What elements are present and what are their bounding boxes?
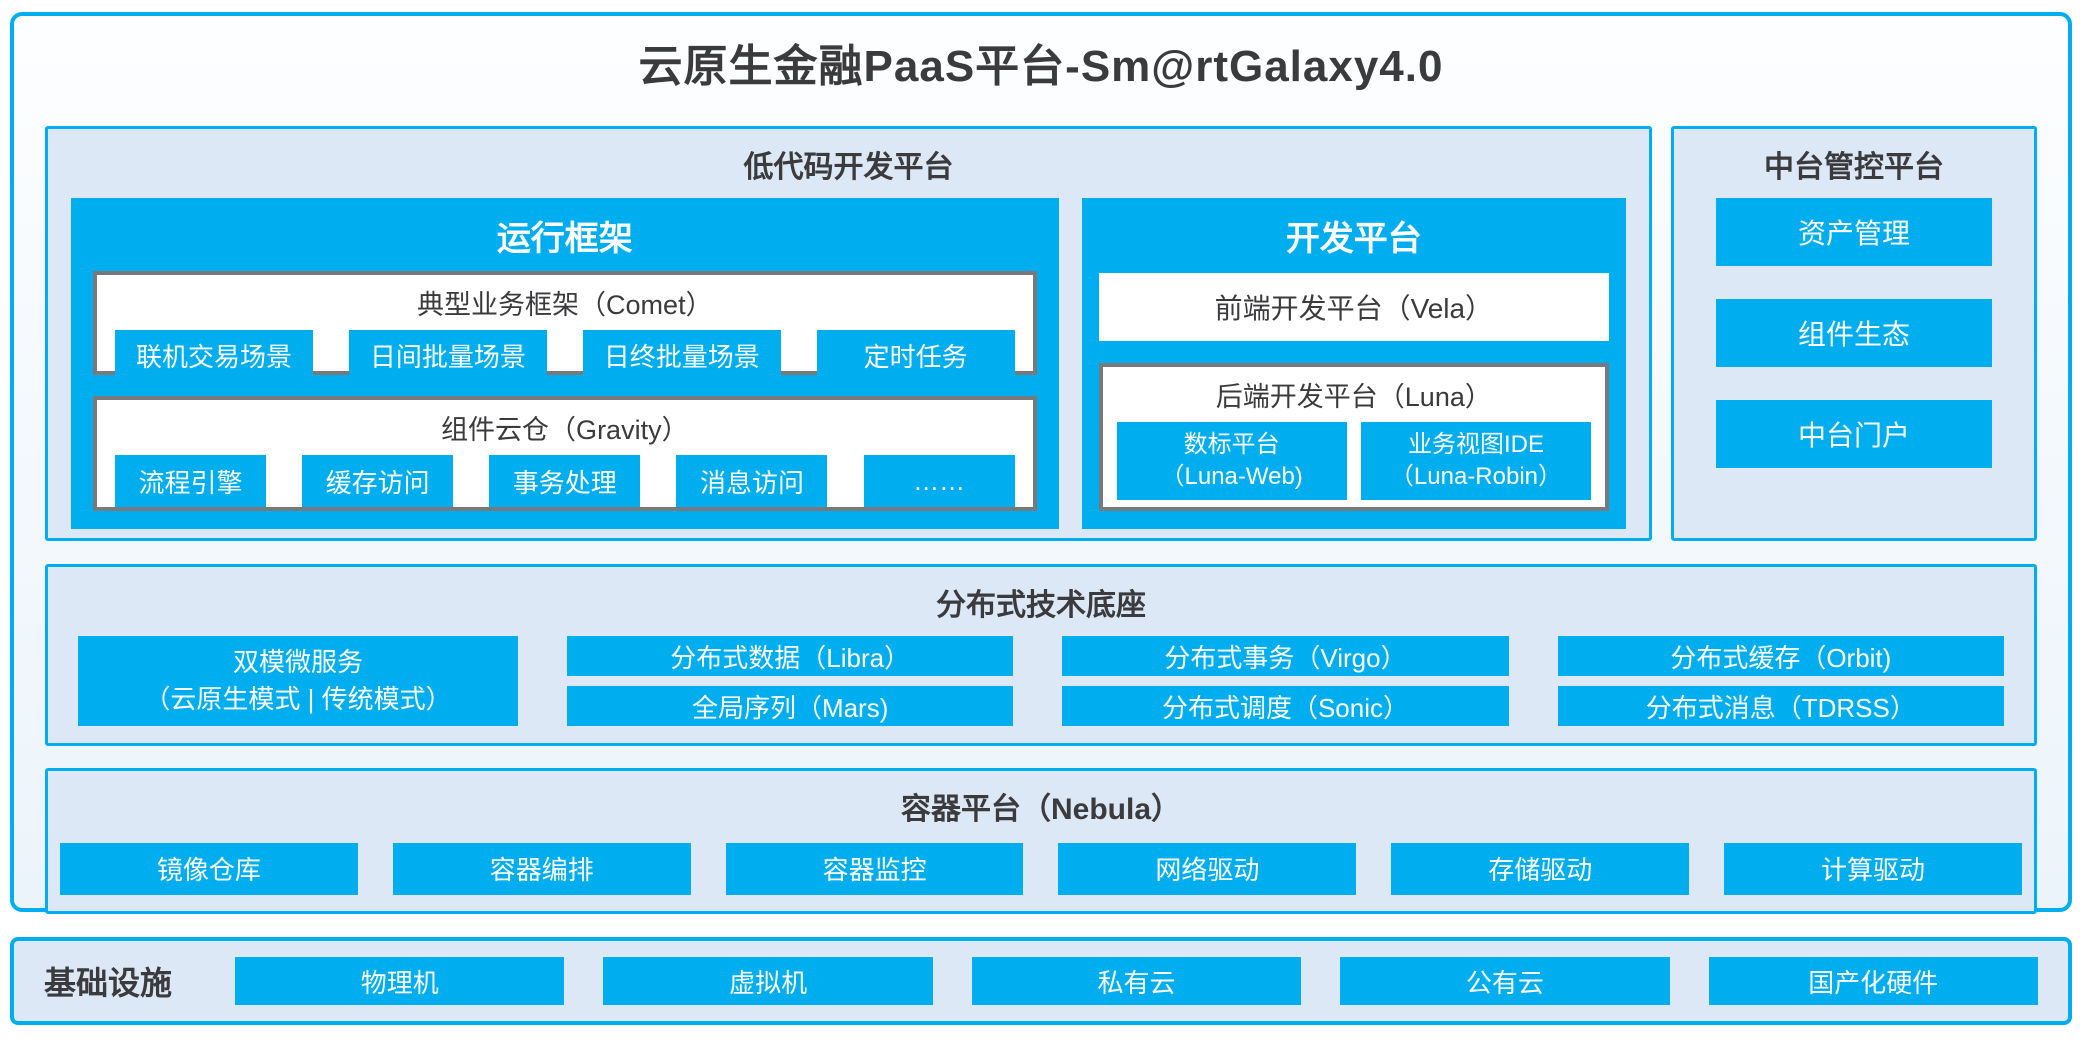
luna-items-row: 数标平台 （Luna-Web) 业务视图IDE （Luna-Robin） (1103, 422, 1605, 500)
distributed-base-body: 双模微服务 （云原生模式 | 传统模式） 分布式数据（Libra） 全局序列（M… (48, 636, 2034, 743)
distributed-base-title: 分布式技术底座 (936, 589, 1146, 622)
mid-platform-portal-block: 中台门户 (1716, 400, 1992, 468)
asset-management-block: 资产管理 (1716, 198, 1992, 266)
container-monitoring-block: 容器监控 (725, 842, 1024, 895)
gravity-warehouse-title: 组件云仓（Gravity） (441, 415, 689, 445)
distributed-data-block: 分布式数据（Libra） (567, 636, 1014, 676)
virtual-machine-block: 虚拟机 (603, 957, 933, 1005)
comet-items-row: 联机交易场景 日间批量场景 日终批量场景 定时任务 (97, 330, 1033, 380)
low-code-platform-title: 低代码开发平台 (743, 151, 954, 184)
dev-platform-panel: 开发平台 前端开发平台（Vela） 后端开发平台（Luna） 数标平台 （Lun… (1081, 198, 1626, 529)
public-cloud-block: 公有云 (1340, 957, 1670, 1005)
distributed-base-section: 分布式技术底座 双模微服务 （云原生模式 | 传统模式） 分布式数据（Libra… (45, 564, 2037, 746)
mid-platform-section: 中台管控平台 资产管理 组件生态 中台门户 (1671, 126, 2037, 541)
process-engine-block: 流程引擎 (115, 455, 266, 507)
low-code-platform-body: 运行框架 典型业务框架（Comet） 联机交易场景 日间批量场景 日终批量场景 … (48, 198, 1649, 549)
distributed-column-2: 分布式事务（Virgo） 分布式调度（Sonic） (1062, 636, 1509, 726)
dual-mode-label: 双模微服务 (232, 647, 363, 678)
online-trading-block: 联机交易场景 (115, 330, 313, 380)
luna-web-sublabel: （Luna-Web) (1160, 463, 1303, 490)
domestic-hardware-block: 国产化硬件 (1708, 957, 2038, 1005)
vela-frontend-block: 前端开发平台（Vela） (1098, 273, 1609, 341)
compute-driver-block: 计算驱动 (1724, 842, 2022, 895)
luna-web-label: 数标平台 (1183, 431, 1280, 459)
luna-backend-title: 后端开发平台（Luna） (1215, 382, 1492, 412)
container-platform-title: 容器平台（Nebula） (900, 793, 1182, 826)
luna-web-block: 数标平台 （Luna-Web) (1116, 422, 1347, 500)
low-code-platform-section: 低代码开发平台 运行框架 典型业务框架（Comet） 联机交易场景 日间批量场景… (45, 126, 1652, 541)
runtime-framework-panel: 运行框架 典型业务框架（Comet） 联机交易场景 日间批量场景 日终批量场景 … (71, 198, 1059, 529)
comet-framework-title: 典型业务框架（Comet） (417, 290, 713, 320)
container-orchestration-block: 容器编排 (392, 842, 691, 895)
distributed-column-1: 分布式数据（Libra） 全局序列（Mars) (567, 636, 1014, 726)
top-row: 低代码开发平台 运行框架 典型业务框架（Comet） 联机交易场景 日间批量场景… (45, 126, 2037, 541)
transaction-processing-block: 事务处理 (489, 455, 641, 507)
eod-batch-block: 日终批量场景 (582, 330, 781, 380)
container-platform-section: 容器平台（Nebula） 镜像仓库 容器编排 容器监控 网络驱动 存储驱动 计算… (45, 768, 2037, 914)
luna-backend-box: 后端开发平台（Luna） 数标平台 （Luna-Web) 业务视图IDE （Lu… (1098, 363, 1609, 511)
gravity-warehouse-box: 组件云仓（Gravity） 流程引擎 缓存访问 事务处理 消息访问 …… (93, 396, 1037, 511)
distributed-scheduling-block: 分布式调度（Sonic） (1062, 686, 1509, 726)
image-repository-block: 镜像仓库 (60, 842, 358, 895)
infrastructure-title: 基础设施 (44, 965, 173, 1001)
distributed-cache-block: 分布式缓存（Orbit) (1557, 636, 2004, 676)
private-cloud-block: 私有云 (971, 957, 1302, 1005)
storage-driver-block: 存储驱动 (1391, 842, 1690, 895)
dev-platform-title: 开发平台 (1285, 220, 1422, 258)
physical-machine-block: 物理机 (235, 957, 565, 1005)
distributed-transaction-block: 分布式事务（Virgo） (1062, 636, 1509, 676)
scheduled-task-block: 定时任务 (816, 330, 1015, 380)
container-platform-body: 镜像仓库 容器编排 容器监控 网络驱动 存储驱动 计算驱动 (48, 840, 2034, 911)
luna-robin-sublabel: （Luna-Robin） (1389, 463, 1563, 490)
distributed-column-3: 分布式缓存（Orbit) 分布式消息（TDRSS） (1557, 636, 2004, 726)
dual-mode-microservice-block: 双模微服务 （云原生模式 | 传统模式） (78, 636, 518, 726)
luna-robin-block: 业务视图IDE （Luna-Robin） (1360, 422, 1591, 500)
distributed-message-block: 分布式消息（TDRSS） (1557, 686, 2004, 726)
infrastructure-section: 基础设施 物理机 虚拟机 私有云 公有云 国产化硬件 (10, 937, 2072, 1025)
ellipsis-block: …… (863, 455, 1015, 507)
dual-mode-sublabel: （云原生模式 | 传统模式） (144, 684, 452, 714)
message-access-block: 消息访问 (676, 455, 828, 507)
mid-platform-title: 中台管控平台 (1764, 151, 1944, 184)
global-sequence-block: 全局序列（Mars) (567, 686, 1014, 726)
network-driver-block: 网络驱动 (1058, 842, 1357, 895)
platform-frame: 云原生金融PaaS平台-Sm@rtGalaxy4.0 低代码开发平台 运行框架 … (10, 12, 2072, 914)
cache-access-block: 缓存访问 (302, 455, 454, 507)
runtime-framework-title: 运行框架 (496, 220, 633, 258)
component-ecosystem-block: 组件生态 (1716, 299, 1992, 367)
comet-framework-box: 典型业务框架（Comet） 联机交易场景 日间批量场景 日终批量场景 定时任务 (93, 271, 1037, 380)
page-title: 云原生金融PaaS平台-Sm@rtGalaxy4.0 (638, 42, 1444, 91)
gravity-items-row: 流程引擎 缓存访问 事务处理 消息访问 …… (97, 455, 1033, 507)
luna-robin-label: 业务视图IDE (1407, 431, 1544, 459)
daytime-batch-block: 日间批量场景 (348, 330, 547, 380)
